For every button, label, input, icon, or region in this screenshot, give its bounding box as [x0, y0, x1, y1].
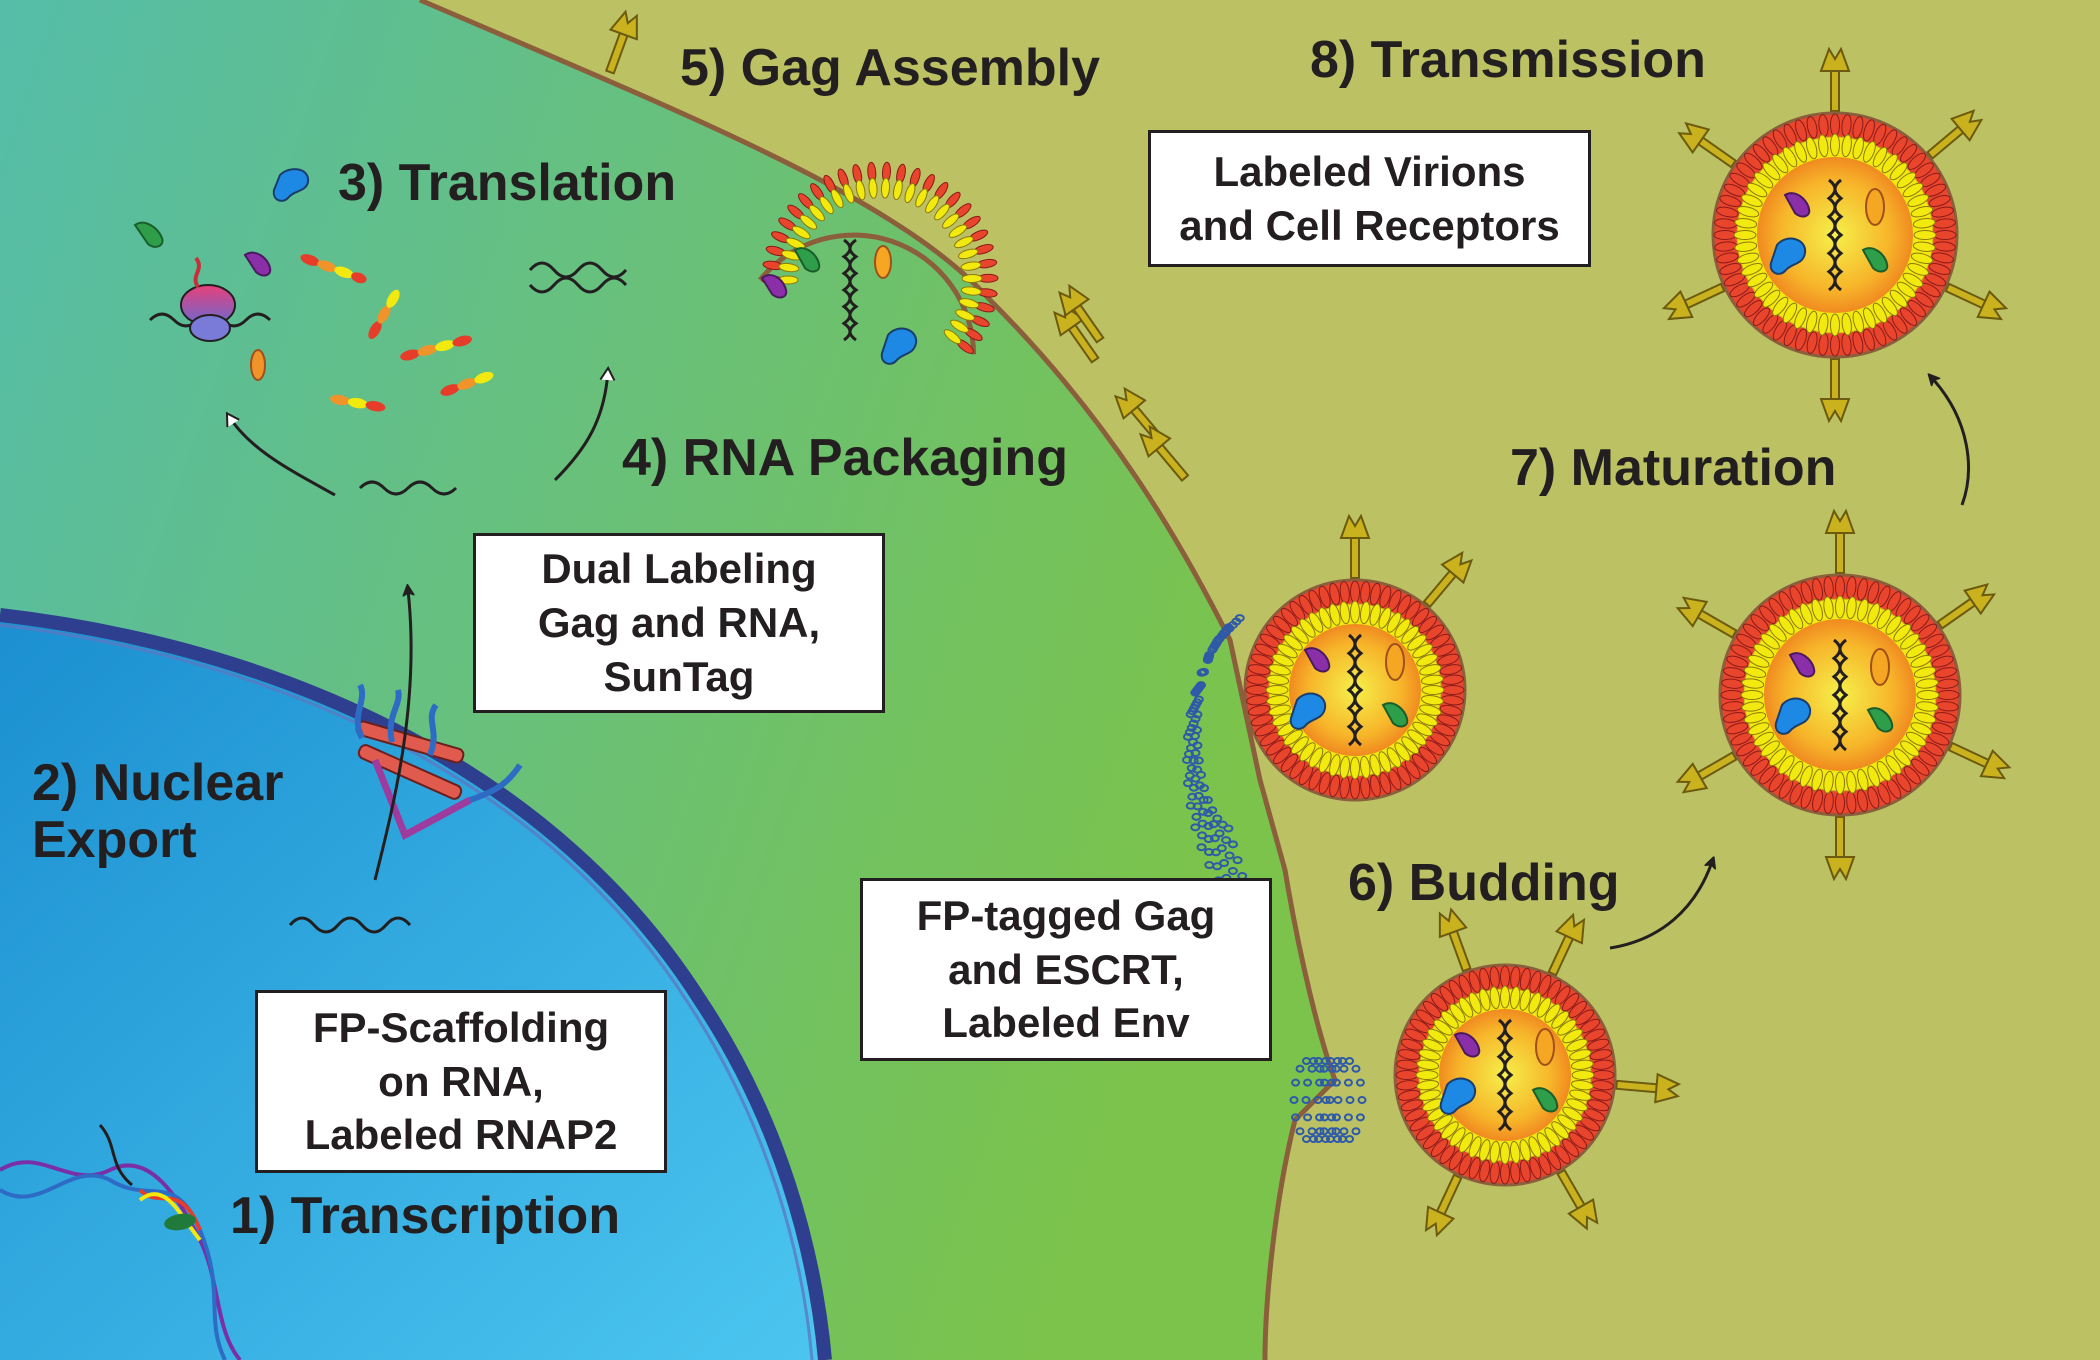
packaging-arrow	[553, 366, 616, 482]
box-fp-tagged-gag-line-2: and ESCRT,	[948, 945, 1184, 993]
box-fp-scaffolding-line-3: Labeled RNAP2	[304, 1111, 618, 1159]
step-8-transmission-label: 8) Transmission	[1310, 31, 1706, 89]
nucleus	[0, 615, 825, 1360]
env-proteins-membrane	[604, 9, 1190, 482]
box-fp-tagged-gag-line-3: Labeled Env	[942, 999, 1190, 1047]
env-protein	[1824, 816, 1856, 882]
env-protein	[1556, 1168, 1599, 1231]
step-7-maturation-label: 7) Maturation	[1510, 439, 1837, 497]
virion-core	[1757, 157, 1913, 313]
ribosome	[148, 256, 272, 342]
gag-polyproteins	[300, 254, 494, 412]
box-dual-labeling-line-3: SunTag	[603, 652, 755, 700]
env-protein	[1675, 751, 1738, 794]
step-3-translation-label: 3) Translation	[338, 154, 677, 212]
env-protein	[1819, 46, 1851, 112]
early-bud-virion	[1243, 513, 1474, 802]
step-6-budding-label: 6) Budding	[1348, 854, 1620, 912]
box-fp-tagged-gag: FP-tagged Gag and ESCRT, Labeled Env	[860, 878, 1272, 1061]
env-protein	[1675, 596, 1738, 639]
box-labeled-virions: Labeled Virions and Cell Receptors	[1148, 130, 1591, 267]
cytoplasm-rna	[358, 480, 458, 496]
box-fp-tagged-gag-line-1: FP-tagged Gag	[916, 891, 1216, 939]
env-protein	[1926, 109, 1984, 160]
env-protein	[1438, 907, 1472, 973]
env-protein	[1947, 741, 2012, 780]
box-fp-scaffolding-line-1: FP-Scaffolding	[312, 1003, 610, 1051]
escrt-rings	[1182, 614, 1367, 1143]
env-protein	[1819, 358, 1851, 424]
env-protein	[1661, 282, 1726, 321]
step-1-transcription-label: 1) Transcription	[230, 1187, 621, 1245]
env-protein	[1936, 583, 1997, 630]
translation-arrow	[225, 411, 336, 497]
env-protein	[1339, 513, 1371, 579]
box-dual-labeling-line-1: Dual Labeling	[541, 545, 817, 593]
nuclear-rna	[288, 916, 412, 934]
env-protein	[1058, 283, 1105, 344]
env-protein	[1422, 550, 1474, 609]
env-protein	[1615, 1072, 1682, 1104]
mature-virion	[1661, 46, 2009, 424]
env-protein	[1424, 1173, 1463, 1238]
export-arrow	[373, 590, 411, 881]
step-2-line-1: 2) Nuclear	[32, 754, 284, 812]
cytoplasm-proteins	[133, 168, 310, 381]
step-2-line-2: Export	[32, 811, 197, 870]
env-protein	[1944, 282, 2009, 321]
box-fp-scaffolding-line-2: on RNA,	[378, 1057, 544, 1105]
env-protein	[1138, 424, 1190, 482]
env-protein	[1824, 508, 1856, 574]
maturation-to-transmission-arrow	[1932, 378, 1970, 506]
step-5-gag-assembly-label: 5) Gag Assembly	[680, 39, 1101, 97]
box-fp-scaffolding: FP-Scaffolding on RNA, Labeled RNAP2	[255, 990, 667, 1173]
env-protein	[1053, 303, 1100, 364]
immature-virion	[1675, 508, 2012, 882]
budding-to-maturation-arrow	[1609, 862, 1712, 950]
step-4-rna-packaging-label: 4) RNA Packaging	[622, 429, 1068, 487]
step-2-nuclear-export-label: 2) Nuclear Export	[32, 754, 284, 870]
box-labeled-virions-line-1: Labeled Virions	[1213, 147, 1526, 195]
box-dual-labeling: Dual Labeling Gag and RNA, SunTag	[473, 533, 885, 713]
env-protein	[1677, 121, 1738, 169]
box-dual-labeling-line-2: Gag and RNA,	[537, 599, 821, 647]
env-protein	[604, 9, 638, 75]
genomic-rna-pair	[528, 261, 628, 294]
budding-virion	[1393, 907, 1682, 1238]
nuclear-envelope	[0, 608, 832, 1360]
env-protein	[1547, 912, 1586, 977]
nuclear-pore-complex	[354, 683, 523, 840]
virion-core	[1764, 619, 1916, 771]
gag-assembly-site	[758, 161, 999, 365]
dna-helix	[0, 1123, 242, 1360]
box-labeled-virions-line-2: and Cell Receptors	[1179, 201, 1560, 249]
plasma-membrane	[419, 0, 1338, 1360]
